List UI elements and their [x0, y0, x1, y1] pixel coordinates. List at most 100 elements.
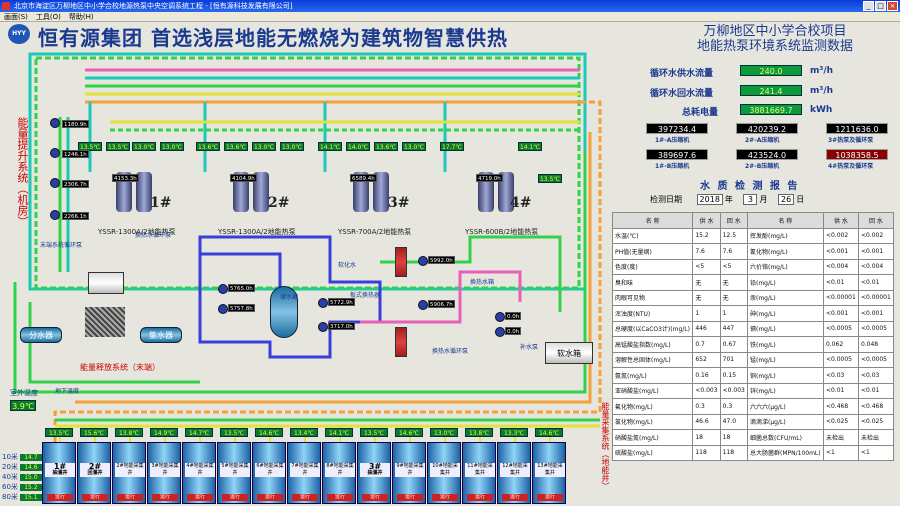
- well-11[interactable]: 9#地能采集井运行: [392, 442, 426, 504]
- cell-supply-b[interactable]: <0.001: [822, 243, 859, 260]
- menu-item-tools[interactable]: 工具(O): [35, 13, 61, 21]
- cell-supply-b[interactable]: 0.062: [822, 336, 859, 353]
- cell-return-a[interactable]: 118: [719, 444, 748, 461]
- mid-pump-3-icon[interactable]: [318, 298, 328, 308]
- cell-return-a[interactable]: 0.67: [719, 336, 748, 353]
- date-month-field[interactable]: 3: [743, 194, 758, 205]
- cell-supply-a[interactable]: 7.6: [692, 243, 721, 260]
- cell-return-b[interactable]: <0.468: [857, 398, 895, 415]
- cell-return-b[interactable]: <0.004: [857, 258, 895, 275]
- cell-supply-b[interactable]: <0.025: [822, 413, 859, 430]
- cell-supply-b[interactable]: <0.001: [822, 305, 859, 322]
- supply-pump-1-icon[interactable]: [495, 312, 505, 322]
- well-2[interactable]: 2#回灌井运行: [77, 442, 111, 504]
- cell-return-a[interactable]: <5: [719, 258, 748, 275]
- cell-return-b[interactable]: <0.01: [857, 274, 895, 291]
- cell-name-a: 色度(度): [611, 258, 694, 275]
- cell-return-a[interactable]: 447: [719, 320, 748, 337]
- pump-2-icon[interactable]: [50, 148, 60, 158]
- mid-pump-2-icon[interactable]: [218, 304, 228, 314]
- cell-return-b[interactable]: <0.0005: [857, 320, 895, 337]
- cell-return-a[interactable]: 0.3: [719, 398, 748, 415]
- cell-return-b[interactable]: <1: [857, 444, 895, 461]
- well-10[interactable]: 3#抽灌井运行: [357, 442, 391, 504]
- well-8[interactable]: 7#地能采集井运行: [287, 442, 321, 504]
- well-13[interactable]: 11#地能采集井运行: [462, 442, 496, 504]
- cell-supply-a[interactable]: 18: [692, 429, 721, 446]
- cell-supply-a[interactable]: 无: [692, 274, 721, 291]
- cell-supply-a[interactable]: 15.2: [692, 227, 721, 244]
- well-5[interactable]: 4#地能采集井运行: [182, 442, 216, 504]
- well-4[interactable]: 3#地能采集井运行: [147, 442, 181, 504]
- cell-return-a[interactable]: 7.6: [719, 243, 748, 260]
- cell-supply-b[interactable]: <0.002: [822, 227, 859, 244]
- minimize-button[interactable]: _: [863, 1, 874, 11]
- cell-supply-b[interactable]: <0.01: [822, 382, 859, 399]
- cell-return-b[interactable]: <0.03: [857, 367, 895, 384]
- cell-return-a[interactable]: 18: [719, 429, 748, 446]
- cell-supply-b[interactable]: 未检出: [822, 429, 859, 446]
- cell-supply-a[interactable]: <5: [692, 258, 721, 275]
- cell-supply-b[interactable]: <0.00001: [822, 289, 859, 306]
- cell-supply-b[interactable]: <0.0005: [822, 320, 859, 337]
- well-9[interactable]: 8#地能采集井运行: [322, 442, 356, 504]
- cell-supply-a[interactable]: 652: [692, 351, 721, 368]
- close-button[interactable]: ×: [887, 1, 898, 11]
- cell-supply-a[interactable]: 46.6: [692, 413, 721, 430]
- cell-supply-b[interactable]: <1: [822, 444, 859, 461]
- well-12[interactable]: 10#地能采集井运行: [427, 442, 461, 504]
- cell-supply-a[interactable]: 446: [692, 320, 721, 337]
- maximize-button[interactable]: □: [875, 1, 886, 11]
- cell-return-a[interactable]: 47.0: [719, 413, 748, 430]
- menu-item-screen[interactable]: 画面(S): [4, 13, 28, 21]
- right-pump-2-icon[interactable]: [418, 300, 428, 310]
- well-label: 11#地能采集井: [465, 463, 495, 477]
- total-power-label: 总耗电量: [682, 108, 719, 118]
- cell-return-a[interactable]: <0.003: [719, 382, 748, 399]
- well-3[interactable]: 2#地能采集井运行: [112, 442, 146, 504]
- pump-3-icon[interactable]: [50, 178, 60, 188]
- cell-return-b[interactable]: 0.048: [857, 336, 895, 353]
- mid-pump-1-icon[interactable]: [218, 284, 228, 294]
- cell-supply-a[interactable]: 无: [692, 289, 721, 306]
- cell-return-a[interactable]: 12.5: [719, 227, 748, 244]
- cell-return-b[interactable]: <0.002: [857, 227, 895, 244]
- cell-supply-b[interactable]: <0.468: [822, 398, 859, 415]
- well-7[interactable]: 6#地能采集井运行: [252, 442, 286, 504]
- cell-supply-a[interactable]: 0.7: [692, 336, 721, 353]
- cell-return-a[interactable]: 1: [719, 305, 748, 322]
- cell-supply-b[interactable]: <0.0005: [822, 351, 859, 368]
- supply-pump-2-icon[interactable]: [495, 327, 505, 337]
- cell-supply-a[interactable]: <0.003: [692, 382, 721, 399]
- menu-item-help[interactable]: 帮助(H): [68, 13, 94, 21]
- pump-4-icon[interactable]: [50, 210, 60, 220]
- cell-return-a[interactable]: 无: [719, 274, 748, 291]
- date-day-field[interactable]: 26: [778, 194, 795, 205]
- cell-return-a[interactable]: 无: [719, 289, 748, 306]
- cell-supply-a[interactable]: 0.16: [692, 367, 721, 384]
- cell-return-b[interactable]: <0.00001: [857, 289, 895, 306]
- cell-return-b[interactable]: <0.025: [857, 413, 895, 430]
- pump-1-icon[interactable]: [50, 118, 60, 128]
- right-pump-1-icon[interactable]: [418, 256, 428, 266]
- cell-supply-b[interactable]: <0.01: [822, 274, 859, 291]
- well-1[interactable]: 1#抽灌井运行: [42, 442, 76, 504]
- cell-return-b[interactable]: <0.01: [857, 382, 895, 399]
- cell-supply-b[interactable]: <0.004: [822, 258, 859, 275]
- heat-exchange-label: 换热水箱: [470, 279, 495, 286]
- cell-supply-a[interactable]: 0.3: [692, 398, 721, 415]
- cell-supply-a[interactable]: 118: [692, 444, 721, 461]
- cell-supply-b[interactable]: <0.03: [822, 367, 859, 384]
- cell-supply-a[interactable]: 1: [692, 305, 721, 322]
- cell-return-b[interactable]: 未检出: [857, 429, 895, 446]
- cell-return-a[interactable]: 701: [719, 351, 748, 368]
- cell-return-a[interactable]: 0.15: [719, 367, 748, 384]
- well-15[interactable]: 13#地能采集井运行: [532, 442, 566, 504]
- date-year-field[interactable]: 2018: [696, 194, 723, 205]
- mid-pump-4-icon[interactable]: [318, 322, 328, 332]
- well-6[interactable]: 5#地能采集井运行: [217, 442, 251, 504]
- cell-return-b[interactable]: <0.001: [857, 305, 895, 322]
- cell-return-b[interactable]: <0.0005: [857, 351, 895, 368]
- well-14[interactable]: 12#地能采集井运行: [497, 442, 531, 504]
- cell-return-b[interactable]: <0.001: [857, 243, 895, 260]
